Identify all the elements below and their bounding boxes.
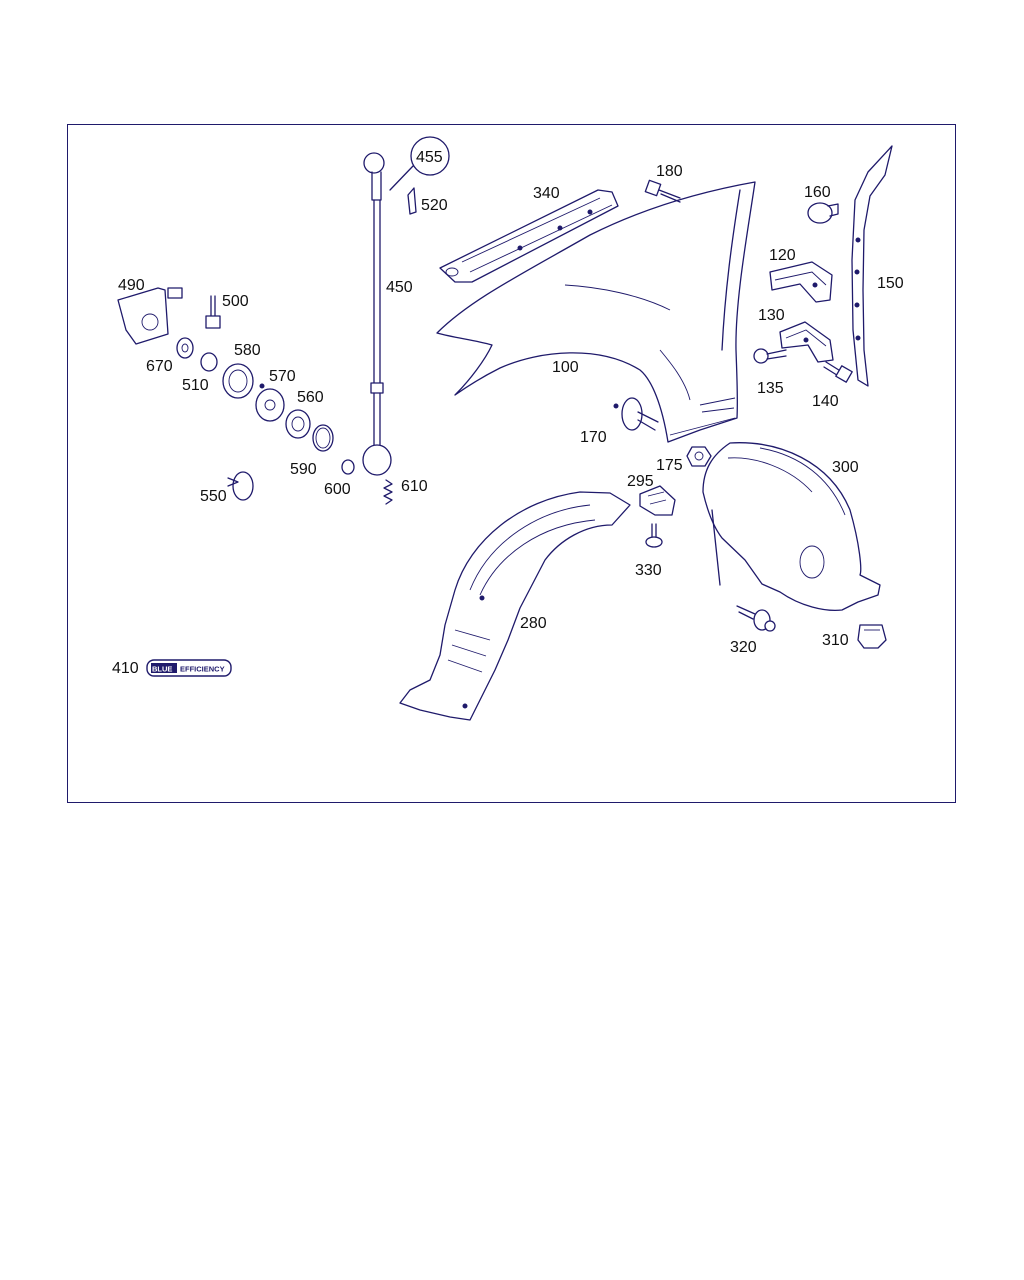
label-570: 570	[269, 368, 296, 385]
label-100: 100	[552, 359, 579, 376]
label-170: 170	[580, 429, 607, 446]
label-160: 160	[804, 184, 831, 201]
label-295: 295	[627, 473, 654, 490]
diagram-frame	[67, 124, 956, 803]
label-490: 490	[118, 277, 145, 294]
part-bolt-140[interactable]	[823, 361, 853, 383]
part-bolt-135[interactable]	[753, 348, 787, 364]
part-ring-560[interactable]	[285, 409, 311, 439]
label-450: 450	[386, 279, 413, 296]
part-liner-300[interactable]	[702, 442, 881, 612]
part-clip-160[interactable]	[807, 202, 839, 224]
part-fender[interactable]	[436, 181, 756, 443]
label-550: 550	[200, 488, 227, 505]
part-bracket-120[interactable]	[769, 261, 833, 303]
label-120: 120	[769, 247, 796, 264]
part-liner-280[interactable]	[399, 491, 631, 721]
label-300: 300	[832, 459, 859, 476]
part-badge-410[interactable]: BLUE EFFICIENCY	[146, 659, 232, 677]
part-seal-150[interactable]	[851, 145, 893, 387]
part-screw-330[interactable]	[645, 523, 663, 548]
label-580: 580	[234, 342, 261, 359]
part-clip-310[interactable]	[857, 624, 887, 649]
label-280: 280	[520, 615, 547, 632]
label-320: 320	[730, 639, 757, 656]
label-520: 520	[421, 197, 448, 214]
label-410: 410	[112, 660, 139, 677]
part-plate-570[interactable]	[255, 383, 285, 422]
label-610: 610	[401, 478, 428, 495]
part-nut-175[interactable]	[686, 446, 712, 467]
part-oring-590[interactable]	[312, 424, 334, 452]
part-bracket-130[interactable]	[779, 321, 834, 363]
part-clip-295[interactable]	[639, 485, 676, 516]
label-455: 455	[416, 149, 443, 166]
label-180: 180	[656, 163, 683, 180]
part-antenna-450[interactable]	[362, 152, 392, 476]
badge-right-text: EFFICIENCY	[180, 665, 225, 674]
part-bushing-510[interactable]	[200, 352, 218, 372]
part-bolt-500[interactable]	[205, 295, 221, 329]
label-670: 670	[146, 358, 173, 375]
label-175: 175	[656, 457, 683, 474]
part-bracket-490[interactable]	[117, 287, 183, 345]
label-330: 330	[635, 562, 662, 579]
part-nut-600[interactable]	[341, 459, 355, 475]
part-clip-550[interactable]	[227, 471, 254, 501]
label-310: 310	[822, 632, 849, 649]
part-callout-455[interactable]	[389, 136, 450, 191]
part-clip-520[interactable]	[407, 187, 417, 215]
label-135: 135	[757, 380, 784, 397]
label-150: 150	[877, 275, 904, 292]
part-washer-670[interactable]	[176, 337, 194, 359]
part-spring-610[interactable]	[383, 479, 393, 505]
label-340: 340	[533, 185, 560, 202]
part-screw-320[interactable]	[736, 605, 776, 632]
badge-left-text: BLUE	[152, 665, 172, 674]
label-600: 600	[324, 481, 351, 498]
part-stud-170[interactable]	[613, 397, 659, 431]
label-590: 590	[290, 461, 317, 478]
label-140: 140	[812, 393, 839, 410]
label-500: 500	[222, 293, 249, 310]
part-bolt-180[interactable]	[644, 179, 681, 203]
label-560: 560	[297, 389, 324, 406]
part-gasket-580[interactable]	[222, 363, 254, 399]
part-rail[interactable]	[439, 189, 619, 283]
label-510: 510	[182, 377, 209, 394]
label-130: 130	[758, 307, 785, 324]
